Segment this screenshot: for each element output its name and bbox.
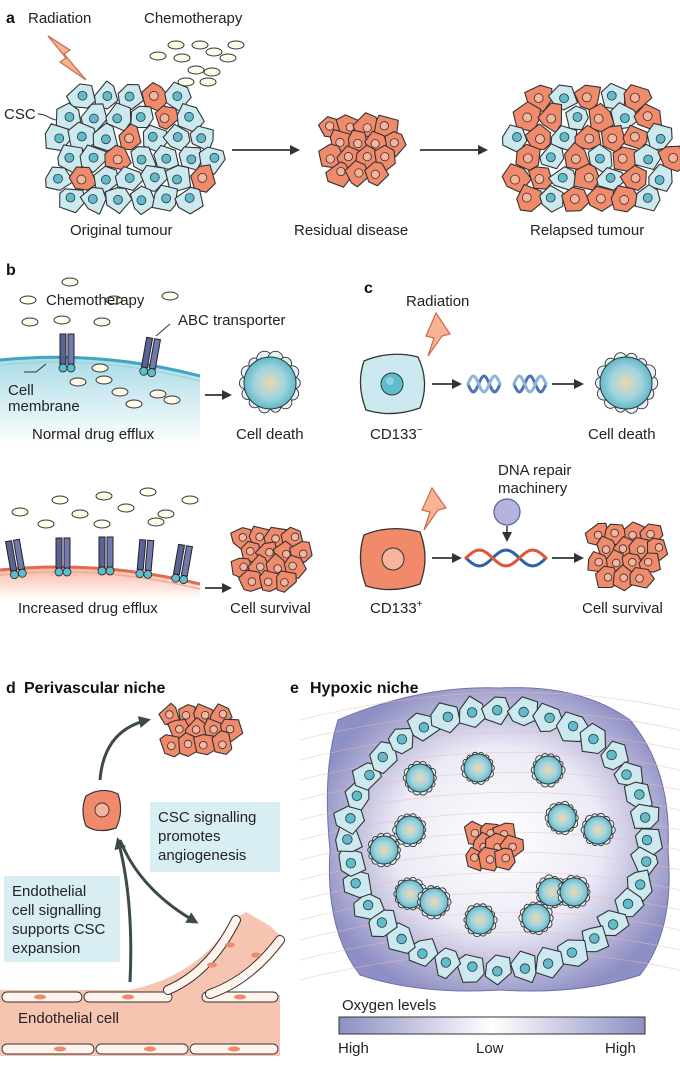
abc-transporters-increased bbox=[4, 536, 194, 585]
csc-signalling-box: CSC signalling promotes angiogenesis bbox=[150, 802, 280, 872]
dna-repair-label-2: machinery bbox=[498, 480, 568, 497]
cd133-neg-text: CD133 bbox=[370, 426, 417, 443]
hypoxic-csc-cluster bbox=[463, 820, 525, 872]
endothelial-signalling-box: Endothelial cell signalling supports CSC… bbox=[4, 876, 120, 962]
endo-box-line-4: expansion bbox=[12, 940, 81, 957]
endo-box-line-3: supports CSC bbox=[12, 921, 106, 938]
cd133-positive-label: CD133+ bbox=[370, 600, 423, 618]
cd133-negative-label: CD133− bbox=[370, 426, 423, 444]
chemotherapy-particles-b bbox=[11, 277, 199, 529]
cell-label: Cell bbox=[8, 382, 34, 399]
abc-transporters-normal bbox=[58, 333, 162, 378]
residual-disease-cluster bbox=[317, 112, 407, 188]
arrow-csc-expand bbox=[98, 716, 151, 781]
high-left-label: High bbox=[338, 1040, 369, 1057]
surviving-cells-b bbox=[230, 525, 313, 593]
hypoxic-rim-cells bbox=[333, 695, 663, 986]
csc-box-line-1: CSC signalling bbox=[158, 809, 257, 826]
cd133-pos-sign: + bbox=[416, 599, 423, 610]
cell-survival-label-b: Cell survival bbox=[230, 600, 311, 617]
membrane-pointer bbox=[24, 363, 47, 373]
panel-b-letter: b bbox=[6, 262, 16, 279]
endo-box-line-1: Endothelial bbox=[12, 883, 87, 900]
radiation-label-a: Radiation bbox=[28, 10, 92, 27]
dna-repair-sphere bbox=[493, 498, 521, 542]
chemotherapy-label-a: Chemotherapy bbox=[144, 10, 243, 27]
broken-dna bbox=[466, 374, 548, 394]
cd133-positive-cell bbox=[359, 528, 426, 591]
original-tumour bbox=[44, 80, 226, 216]
hypoxic-dead-cells bbox=[367, 751, 616, 938]
cell-survival-label-c: Cell survival bbox=[582, 600, 663, 617]
abc-transporter-label: ABC transporter bbox=[178, 312, 286, 329]
dna-repair-label-1: DNA repair bbox=[498, 462, 572, 479]
increased-efflux-label: Increased drug efflux bbox=[18, 600, 158, 617]
endo-box-line-2: cell signalling bbox=[12, 902, 102, 919]
oxygen-levels-label: Oxygen levels bbox=[342, 997, 437, 1014]
panel-c-letter: c bbox=[364, 280, 373, 297]
cell-death-label-b: Cell death bbox=[236, 426, 304, 443]
radiation-bolt-c2 bbox=[421, 486, 447, 531]
residual-disease-label: Residual disease bbox=[294, 222, 409, 239]
chemotherapy-label-b: Chemotherapy bbox=[46, 292, 145, 309]
chemotherapy-inside-cell bbox=[69, 363, 181, 409]
surviving-cells-c bbox=[584, 521, 669, 592]
oxygen-gradient-bar bbox=[338, 1016, 646, 1035]
cell-death-label-c: Cell death bbox=[588, 426, 656, 443]
cd133-pos-text: CD133 bbox=[370, 600, 417, 617]
normal-efflux-label: Normal drug efflux bbox=[32, 426, 155, 443]
csc-label: CSC bbox=[4, 106, 36, 123]
relapsed-tumour bbox=[501, 82, 680, 213]
arrow-endothelial-signal bbox=[114, 837, 133, 983]
radiation-label-c: Radiation bbox=[406, 293, 470, 310]
chemotherapy-particles-a bbox=[149, 40, 245, 87]
membrane-label: membrane bbox=[8, 398, 80, 415]
cd133-neg-sign: − bbox=[416, 425, 423, 436]
panel-a-letter: a bbox=[6, 10, 15, 27]
csc-box-line-3: angiogenesis bbox=[158, 847, 247, 864]
radiation-bolt-a bbox=[47, 35, 87, 81]
panel-e-letter: e bbox=[290, 680, 299, 697]
dead-cell-b bbox=[238, 350, 301, 414]
original-tumour-label: Original tumour bbox=[70, 222, 173, 239]
radiation-bolt-c bbox=[425, 311, 451, 357]
dead-cell-c bbox=[595, 352, 659, 414]
panel-d-letter: d bbox=[6, 680, 16, 697]
csc-box-line-2: promotes bbox=[158, 828, 221, 845]
high-right-label: High bbox=[605, 1040, 636, 1057]
blood-vessel bbox=[0, 912, 285, 1056]
low-label: Low bbox=[476, 1040, 504, 1057]
arrow-csc-signal bbox=[118, 839, 199, 924]
hypoxic-title: Hypoxic niche bbox=[310, 680, 419, 697]
repaired-dna bbox=[464, 548, 548, 568]
endothelial-cell-label: Endothelial cell bbox=[18, 1010, 119, 1027]
csc-pointer-line bbox=[37, 113, 57, 121]
csc-cluster-d bbox=[158, 702, 244, 758]
single-csc-d bbox=[82, 789, 122, 832]
relapsed-tumour-label: Relapsed tumour bbox=[530, 222, 645, 239]
cd133-negative-cell bbox=[359, 353, 426, 415]
abc-pointer bbox=[155, 323, 171, 337]
perivascular-title: Perivascular niche bbox=[24, 680, 166, 697]
